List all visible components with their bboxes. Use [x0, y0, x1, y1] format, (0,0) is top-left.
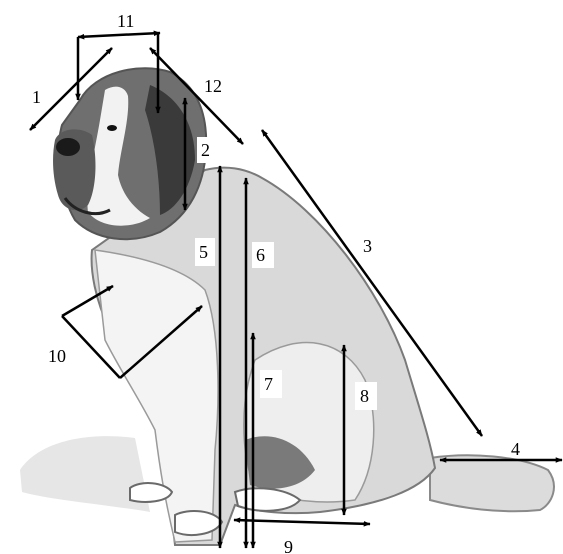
label-7: 7: [264, 374, 273, 394]
measure-arrow-9: [233, 517, 371, 527]
measurement-labels: 1 2 3 4 5 6 7 8 9 10 11 12: [32, 11, 520, 554]
measurement-arrows: [29, 30, 563, 549]
label-7-box: [260, 370, 282, 398]
measure-arrow-11: [77, 30, 161, 40]
label-10: 10: [48, 346, 66, 366]
label-8: 8: [360, 386, 369, 406]
label-4: 4: [511, 439, 520, 459]
measure-arrow-10c: [119, 305, 203, 379]
ground-shadow: [20, 436, 150, 512]
label-6: 6: [256, 245, 265, 265]
dog-belly-shadow: [245, 436, 315, 489]
label-1: 1: [32, 87, 41, 107]
label-9: 9: [284, 537, 293, 554]
label-2: 2: [201, 140, 210, 160]
measure-arrow-1: [29, 47, 113, 131]
dog-front-paw-left: [129, 482, 174, 503]
label-5-box: [195, 238, 215, 266]
dog-nose: [56, 138, 80, 156]
label-12: 12: [204, 76, 222, 96]
dog-mouth: [63, 197, 111, 215]
label-11: 11: [117, 11, 134, 31]
label-2-box: [197, 137, 217, 163]
dog-chest: [94, 249, 219, 543]
measure-arrow-10b: [61, 284, 114, 318]
dog-tail: [429, 454, 555, 513]
label-8-box: [355, 382, 377, 410]
measure-arrow-12: [149, 47, 244, 145]
measure-arrow-3: [260, 129, 484, 437]
dog-eye: [107, 125, 117, 131]
measure-arrow-10a: [61, 315, 121, 379]
label-3: 3: [363, 236, 372, 256]
label-6-box: [252, 242, 274, 268]
label-5: 5: [199, 242, 208, 262]
